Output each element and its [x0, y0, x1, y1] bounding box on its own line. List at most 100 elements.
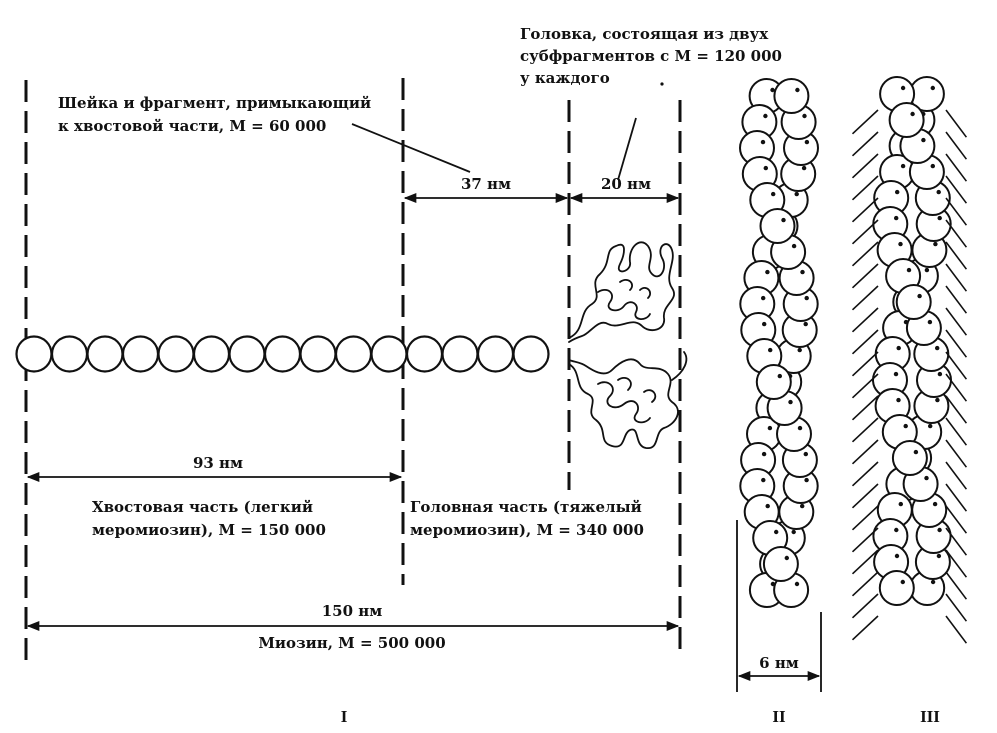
decoration-spike-right: [945, 307, 968, 336]
monomer-highlight: [804, 295, 809, 301]
monomer-highlight: [924, 475, 929, 481]
monomer-highlight: [937, 215, 942, 221]
monomer-highlight: [800, 503, 805, 509]
decoration-spike-right: [945, 285, 968, 314]
rod-bead: [441, 335, 479, 373]
rod-bead: [121, 335, 160, 373]
monomer-highlight: [803, 321, 808, 327]
actin-monomer: [755, 364, 792, 400]
monomer-highlight: [794, 581, 800, 587]
decoration-spike-left: [851, 351, 879, 377]
decoration-spike-left: [851, 549, 879, 575]
monomer-highlight: [935, 397, 940, 403]
decoration-spike-left: [851, 109, 879, 135]
decoration-spike-left: [851, 461, 879, 487]
monomer-highlight: [800, 269, 805, 275]
decoration-spike-right: [945, 241, 968, 270]
decoration-spike-left: [851, 439, 879, 465]
decoration-spike-right: [945, 549, 968, 578]
monomer-highlight: [781, 217, 786, 223]
head-subfragment-upper: [568, 241, 675, 343]
monomer-highlight: [898, 501, 903, 507]
monomer-highlight: [935, 345, 940, 351]
actin-monomer: [895, 284, 932, 320]
monomer-highlight: [797, 425, 803, 431]
panel-label-i: I: [341, 707, 348, 726]
monomer-highlight: [784, 555, 789, 561]
monomer-highlight: [930, 579, 936, 585]
myosin-globular-head: [568, 241, 688, 449]
monomer-highlight: [924, 267, 930, 273]
decoration-spike-right: [945, 197, 968, 226]
decoration-spike-right: [945, 527, 968, 556]
label-6nm: 6 нм: [759, 654, 799, 672]
monomer-highlight: [898, 241, 903, 247]
monomer-highlight: [896, 397, 901, 403]
actin-filament-helix: [739, 78, 819, 608]
monomer-highlight: [932, 501, 938, 507]
label-neck-line-1: Шейка и фрагмент, примыкающий: [58, 94, 371, 112]
label-tail-line-2: меромиозин), M = 150 000: [92, 521, 326, 539]
label-neck-line-2: к хвостовой части, M = 60 000: [58, 117, 326, 135]
decoration-spike-left: [851, 153, 879, 179]
actin-monomer: [878, 570, 915, 606]
actin-monomer: [891, 440, 928, 476]
decoration-spike-left: [851, 527, 879, 553]
rod-bead: [192, 335, 231, 373]
decoration-spike-left: [851, 373, 879, 399]
monomer-highlight: [777, 373, 782, 379]
monomer-highlight: [928, 423, 933, 429]
monomer-highlight: [774, 529, 779, 535]
monomer-highlight: [761, 451, 767, 457]
decoration-spike-right: [945, 373, 968, 402]
monomer-highlight: [797, 347, 802, 353]
decoration-spike-right: [945, 263, 968, 292]
decoration-spike-left: [851, 285, 879, 311]
monomer-highlight: [803, 451, 808, 457]
monomer-highlight: [765, 503, 770, 509]
decoration-spike-right: [945, 153, 968, 182]
monomer-highlight: [903, 423, 908, 429]
label-tail-line-1: Хвостовая часть (легкий: [92, 498, 313, 516]
monomer-highlight: [763, 165, 768, 171]
rod-bead: [334, 335, 373, 373]
label-head-line-1: Головка, состоящая из двух: [520, 25, 769, 43]
leader-dot: [660, 82, 664, 86]
rod-bead: [512, 335, 550, 373]
rod-bead: [476, 335, 515, 373]
decorated-filament-spikes: [851, 109, 968, 644]
label-150nm: 150 нм: [322, 602, 383, 620]
rod-bead: [86, 335, 124, 373]
actin-monomer: [888, 102, 925, 138]
monomer-highlight: [900, 163, 906, 169]
rod-bead: [405, 335, 444, 373]
panel-label-iii: III: [920, 707, 940, 726]
head-subfragment-lower-inner: [597, 377, 657, 424]
monomer-highlight: [791, 529, 796, 535]
leader-line-neck: [351, 123, 471, 173]
decoration-spike-right: [945, 615, 968, 644]
decoration-spike-right: [945, 219, 968, 248]
head-subfragment-lower: [568, 358, 679, 449]
decoration-spike-left: [851, 483, 879, 509]
decoration-spike-right: [945, 351, 968, 380]
label-headpart-line-1: Головная часть (тяжелый: [410, 498, 642, 516]
monomer-highlight: [906, 267, 912, 273]
monomer-highlight: [894, 527, 899, 533]
rod-bead: [263, 335, 302, 373]
decoration-spike-right: [945, 571, 968, 600]
monomer-highlight: [893, 371, 899, 377]
monomer-highlight: [761, 477, 766, 483]
monomer-highlight: [761, 295, 766, 301]
monomer-highlight: [765, 269, 770, 275]
decoration-spike-right: [945, 109, 968, 138]
monomer-highlight: [894, 215, 899, 221]
monomer-highlight: [791, 243, 797, 249]
monomer-highlight: [936, 553, 942, 559]
monomer-highlight: [795, 87, 800, 93]
decoration-spike-left: [851, 395, 879, 421]
monomer-highlight: [937, 527, 942, 533]
decoration-spike-left: [851, 175, 879, 201]
monomer-highlight: [921, 137, 926, 143]
monomer-highlight: [936, 189, 941, 195]
